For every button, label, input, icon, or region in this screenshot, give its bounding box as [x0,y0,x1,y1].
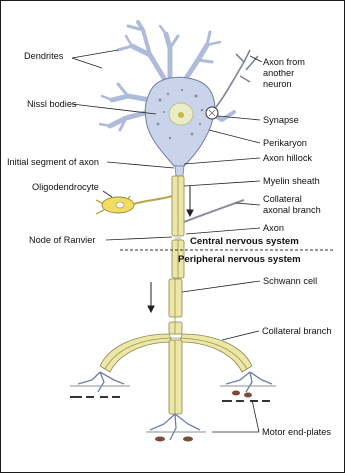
end-plate-left [70,372,130,397]
label-collateral-axonal-2: axonal branch [263,205,321,215]
label-collateral-branch: Collateral branch [262,326,331,336]
label-synapse: Synapse [263,115,299,125]
label-dendrites: Dendrites [24,51,64,61]
label-initial-segment: Initial segment of axon [7,157,99,167]
label-axon-from-another-3: neuron [263,79,292,89]
label-oligodendrocyte: Oligodendrocyte [32,182,99,192]
label-motor-end-plates: Motor end-plates [262,427,331,437]
oligodendrocyte [96,196,172,214]
label-axon-hillock: Axon hillock [263,153,312,163]
label-nissl-bodies: Nissl bodies [27,99,77,109]
label-central-nervous-system: Central nervous system [190,236,299,247]
nucleolus [178,112,184,118]
axon-from-another-neuron [212,50,258,112]
direction-arrow-upper [187,186,193,216]
axon-initial-segment [175,166,184,176]
label-axon-from-another-1: Axon from [263,57,305,67]
label-myelin-sheath: Myelin sheath [263,176,320,186]
schwann-sheath-1 [169,279,182,317]
end-plate-bottom [146,414,206,442]
label-axon-from-another-2: another [263,68,294,78]
label-axon: Axon [263,223,284,233]
label-collateral-axonal-1: Collateral [263,194,302,204]
label-perikaryon: Perikaryon [263,138,307,148]
label-peripheral-nervous-system: Peripheral nervous system [178,254,301,265]
label-schwann-cell: Schwann cell [263,276,317,286]
node-of-ranvier-gap [175,236,181,240]
label-node-of-ranvier: Node of Ranvier [29,235,95,245]
direction-arrow-lower [148,282,154,312]
schwann-sheath-2 [169,322,182,334]
end-plate-right [220,372,276,401]
